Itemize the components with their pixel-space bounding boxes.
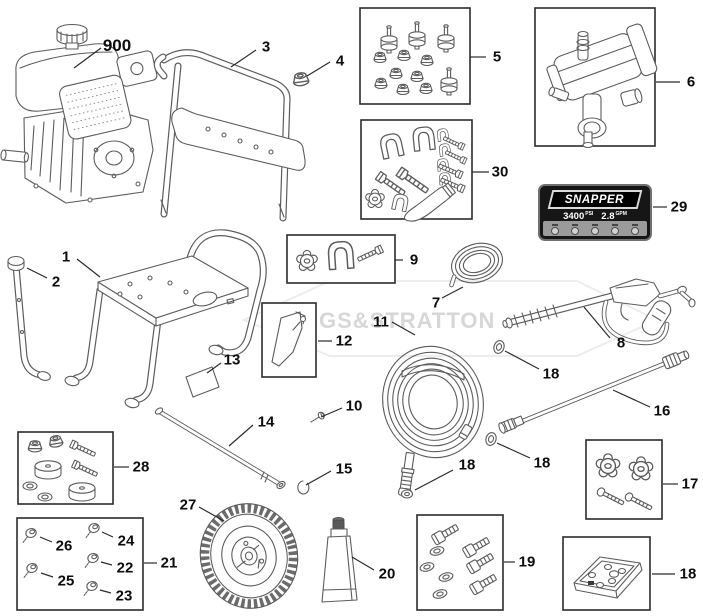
callout-900: 900 xyxy=(102,36,132,55)
callout-17: 17 xyxy=(681,475,699,493)
small-hose-illustration xyxy=(449,242,503,288)
spacer-kit-illustration xyxy=(17,431,114,505)
isolator-kit-illustration xyxy=(359,7,471,105)
gpm-value: 2.8 xyxy=(601,211,615,223)
callout-7: 7 xyxy=(431,294,441,312)
parts-box-21 xyxy=(16,517,144,611)
callout-14: 14 xyxy=(257,413,275,431)
callout-22: 22 xyxy=(116,559,134,577)
callout-9: 9 xyxy=(409,251,419,269)
frame-illustration xyxy=(64,229,267,409)
snapper-decal: SNAPPER 3400PSI 2.8GPM xyxy=(538,184,652,241)
callout-29: 29 xyxy=(670,198,688,216)
callout-8: 8 xyxy=(616,334,626,352)
callout-18-gun: 18 xyxy=(542,365,560,383)
callout-23: 23 xyxy=(115,587,133,605)
callout-27: 27 xyxy=(179,496,197,514)
pump-illustration xyxy=(534,7,658,149)
dial-hole xyxy=(631,224,639,235)
callout-1: 1 xyxy=(61,248,71,266)
callout-13: 13 xyxy=(223,351,241,369)
panel-kit-illustration xyxy=(261,302,317,378)
callout-19: 19 xyxy=(518,553,536,571)
wand-illustration xyxy=(498,350,690,434)
rod-illustration xyxy=(154,407,286,490)
dial-hole xyxy=(571,224,579,235)
handle-grip-illustration xyxy=(7,255,51,381)
oring-gun-illustration xyxy=(491,338,507,356)
snapper-logo-text: SNAPPER xyxy=(565,193,625,206)
clip-illustration xyxy=(297,480,310,495)
psi-value: 3400 xyxy=(563,211,585,223)
callout-5: 5 xyxy=(492,48,502,66)
hose-illustration xyxy=(382,345,484,499)
callout-18-hose: 18 xyxy=(458,456,476,474)
callout-24: 24 xyxy=(117,532,135,550)
knob-kit-illustration xyxy=(585,439,663,520)
callout-6: 6 xyxy=(686,73,696,91)
callout-16: 16 xyxy=(653,402,671,420)
dial-hole xyxy=(551,224,559,235)
wheel-illustration xyxy=(199,503,299,609)
pad-kit-illustration xyxy=(562,536,651,611)
callout-18-wand: 18 xyxy=(533,454,551,472)
callout-15: 15 xyxy=(335,460,353,478)
engine-illustration xyxy=(0,23,158,204)
screw-illustration xyxy=(310,411,325,423)
nut-illustration xyxy=(291,71,310,88)
psi-unit: PSI xyxy=(585,211,594,217)
leader-lines xyxy=(26,47,680,575)
clamp-bolt-kit-illustration xyxy=(360,119,473,222)
callout-20: 20 xyxy=(378,565,396,583)
stand-leg-illustration xyxy=(321,517,358,603)
clamp-kit-illustration xyxy=(286,234,396,284)
callout-12: 12 xyxy=(335,332,353,350)
callout-30: 30 xyxy=(491,163,509,181)
callout-2: 2 xyxy=(51,273,61,291)
handle-illustration xyxy=(153,49,306,222)
screw-kit-illustration xyxy=(16,517,144,611)
callout-28: 28 xyxy=(132,458,150,476)
bolt-kit-illustration xyxy=(416,514,504,611)
label-illustration xyxy=(185,366,220,398)
callout-25: 25 xyxy=(57,572,75,590)
callout-4: 4 xyxy=(335,52,345,70)
spray-gun-illustration xyxy=(502,278,696,346)
callout-18-pad: 18 xyxy=(679,565,697,583)
callout-26: 26 xyxy=(55,537,73,555)
callout-21: 21 xyxy=(160,554,178,572)
callout-11: 11 xyxy=(373,313,389,331)
decal-dial-strip xyxy=(543,221,647,236)
decal-specs: 3400PSI 2.8GPM xyxy=(540,211,650,222)
gpm-unit: GPM xyxy=(615,211,627,217)
dial-hole xyxy=(611,224,619,235)
oring-wand-illustration xyxy=(483,430,499,448)
snapper-logo: SNAPPER xyxy=(547,190,643,209)
callout-10: 10 xyxy=(345,397,363,415)
dial-hole xyxy=(591,224,599,235)
callout-3: 3 xyxy=(261,38,271,56)
